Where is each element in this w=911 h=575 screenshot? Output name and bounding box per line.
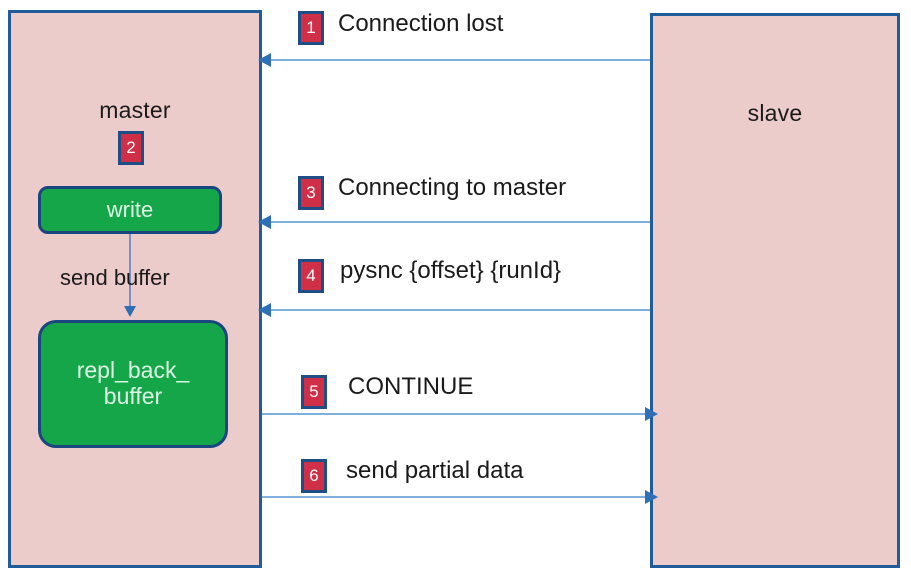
message-line-1 (270, 59, 650, 61)
message-line-5 (262, 413, 647, 415)
step-badge-2: 2 (118, 131, 144, 165)
message-arrowhead-3-icon (258, 215, 271, 229)
participant-slave-label: slave (747, 100, 803, 126)
message-line-6 (262, 496, 647, 498)
node-write[interactable]: write (38, 186, 222, 234)
send-buffer-label: send buffer (60, 265, 170, 290)
message-line-4 (270, 309, 650, 311)
message-arrowhead-4-icon (258, 303, 271, 317)
node-repl-back-buffer[interactable]: repl_back_ buffer (38, 320, 228, 448)
step-badge-5: 5 (301, 375, 327, 409)
step-badge-1: 1 (298, 11, 324, 45)
message-label-4: pysnc {offset} {runId} (340, 257, 562, 284)
message-label-3: Connecting to master (338, 174, 567, 201)
participant-slave[interactable]: slave (650, 13, 900, 568)
participant-master-label: master (99, 97, 171, 123)
message-label-1: Connection lost (338, 10, 504, 37)
message-arrowhead-6-icon (645, 490, 658, 504)
message-arrowhead-1-icon (258, 53, 271, 67)
send-buffer-arrowhead-icon (124, 306, 136, 317)
participant-master[interactable]: master (8, 10, 262, 568)
message-arrowhead-5-icon (645, 407, 658, 421)
step-badge-3: 3 (298, 176, 324, 210)
step-badge-6: 6 (301, 459, 327, 493)
send-buffer-connector (129, 234, 131, 310)
message-label-5: CONTINUE (348, 373, 474, 400)
message-line-3 (270, 221, 650, 223)
message-label-6: send partial data (346, 457, 524, 484)
step-badge-4: 4 (298, 259, 324, 293)
